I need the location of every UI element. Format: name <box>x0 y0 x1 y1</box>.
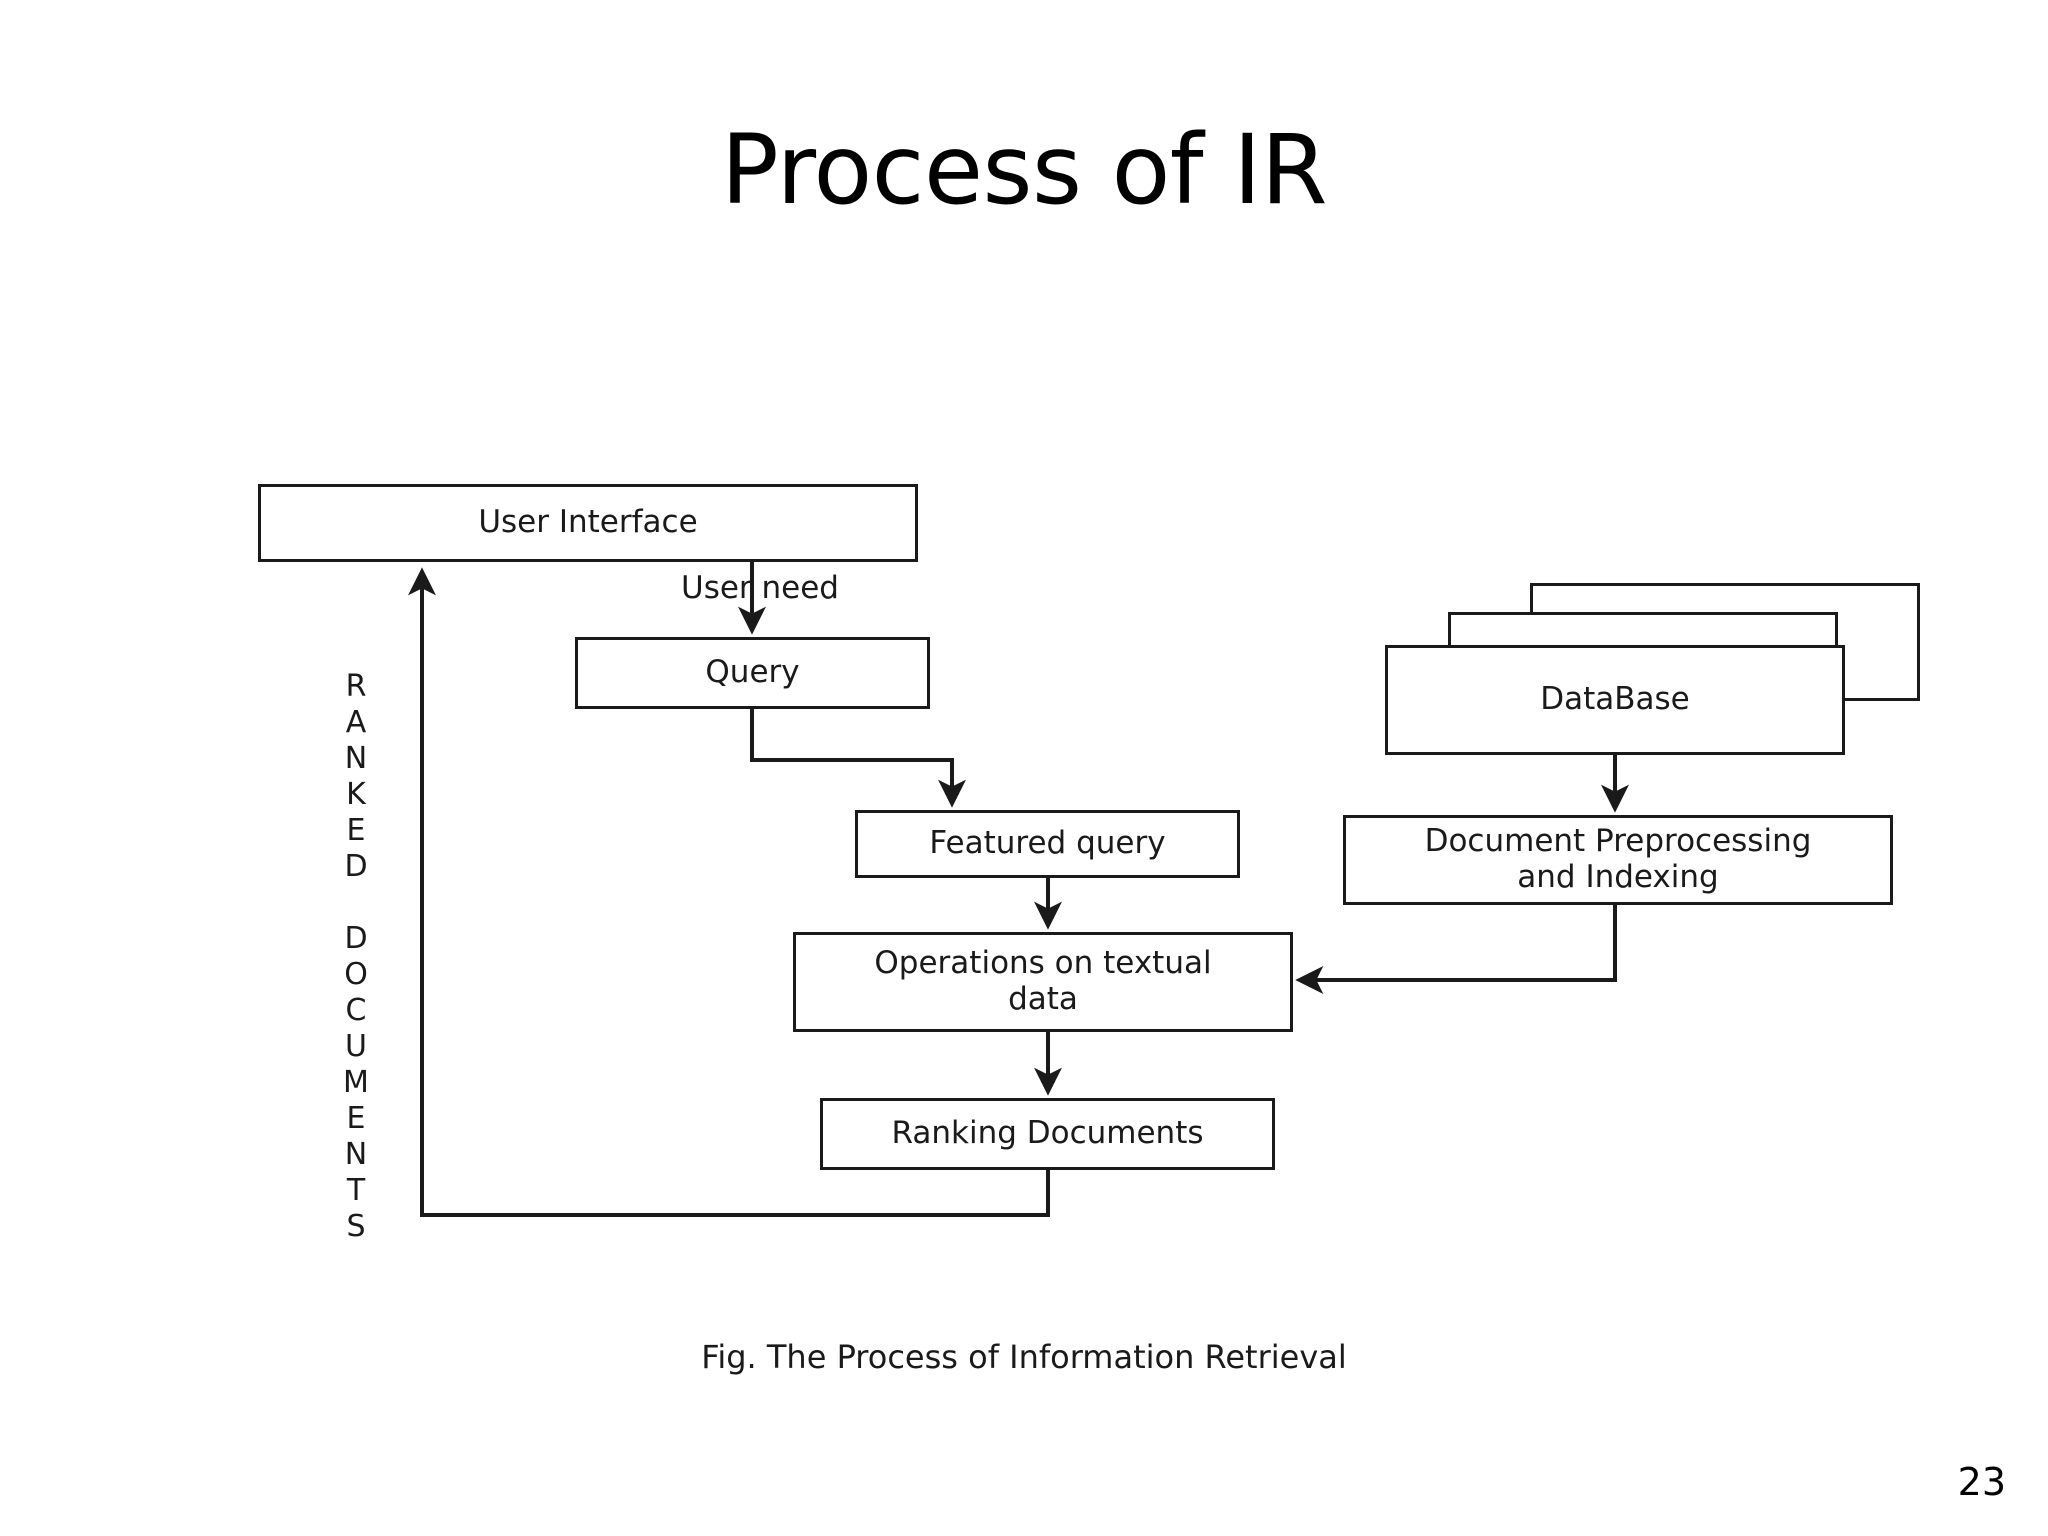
node-ranking-documents[interactable]: Ranking Documents <box>820 1098 1275 1170</box>
vertical-label-char: U <box>345 1029 367 1064</box>
node-ranking-label: Ranking Documents <box>891 1115 1204 1152</box>
vertical-label-char: A <box>345 705 367 740</box>
vertical-label-gap <box>336 888 376 924</box>
node-operations-label: Operations on textual data <box>874 945 1212 1017</box>
vertical-label-char: D <box>344 849 368 884</box>
vertical-label-char: N <box>344 1137 368 1172</box>
vertical-label-char: E <box>346 1101 366 1136</box>
node-document-preprocessing-and-indexing[interactable]: Document Preprocessing and Indexing <box>1343 815 1893 905</box>
node-query-label: Query <box>705 654 800 691</box>
vertical-label-char: K <box>346 777 366 812</box>
node-operations-on-textual-data[interactable]: Operations on textual data <box>793 932 1293 1032</box>
node-database[interactable]: DataBase <box>1385 645 1845 755</box>
node-query[interactable]: Query <box>575 637 930 709</box>
node-database-label: DataBase <box>1540 681 1690 718</box>
vertical-label-char: C <box>345 993 367 1028</box>
page-title: Process of IR <box>720 114 1328 226</box>
node-featured-query-label: Featured query <box>929 825 1166 862</box>
edge-ranking-to-user-interface <box>408 567 1050 1217</box>
vertical-label-char: T <box>346 1173 366 1208</box>
edge-query-to-featured-query <box>750 709 966 808</box>
node-preprocessing-label: Document Preprocessing and Indexing <box>1424 823 1812 895</box>
page-number: 23 <box>1957 1460 2006 1504</box>
vertical-label-char: R <box>345 669 367 704</box>
vertical-label-char: E <box>346 813 366 848</box>
node-user-interface-label: User Interface <box>478 504 698 541</box>
vertical-label-char: S <box>346 1209 366 1244</box>
figure-caption: Fig. The Process of Information Retrieva… <box>701 1338 1347 1376</box>
node-user-interface[interactable]: User Interface <box>258 484 918 562</box>
vertical-label-char: M <box>343 1065 369 1100</box>
edge-label-user-need: User need <box>681 570 839 606</box>
vertical-label-char: O <box>344 957 368 992</box>
edge-preprocessing-to-operations <box>1295 905 1617 994</box>
vertical-label-char: D <box>344 921 368 956</box>
vertical-label-char: N <box>344 741 368 776</box>
node-featured-query[interactable]: Featured query <box>855 810 1240 878</box>
